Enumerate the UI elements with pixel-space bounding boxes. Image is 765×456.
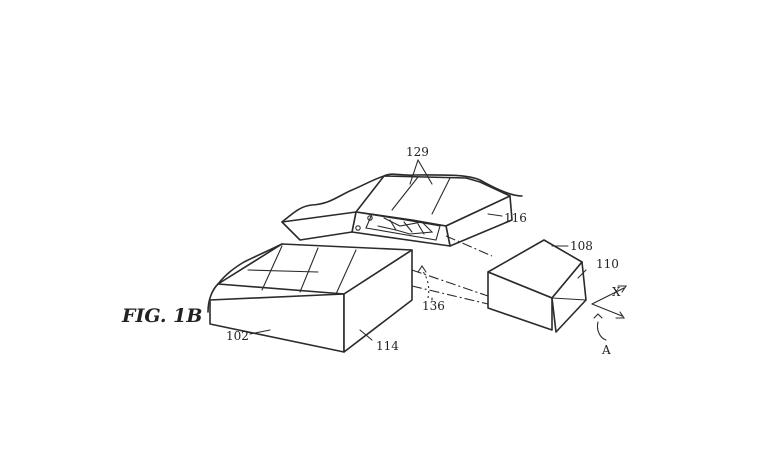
- label-108: 108: [570, 239, 593, 253]
- label-116: 116: [504, 211, 527, 225]
- label-x-axis: X: [612, 285, 621, 299]
- leader-lines: [249, 159, 587, 341]
- label-110: 110: [596, 257, 619, 271]
- alignment-axes: [411, 235, 493, 305]
- label-114: 114: [376, 339, 399, 353]
- rear-housing: [281, 173, 523, 247]
- front-band-link: [207, 243, 413, 353]
- label-136: 136: [422, 299, 445, 313]
- figure-title: FIG. 1B: [121, 305, 202, 327]
- label-102: 102: [226, 329, 249, 343]
- label-129: 129: [406, 145, 429, 159]
- axis-indicators: [417, 265, 628, 341]
- detached-key: [487, 239, 587, 333]
- label-a-axis: A: [601, 343, 611, 357]
